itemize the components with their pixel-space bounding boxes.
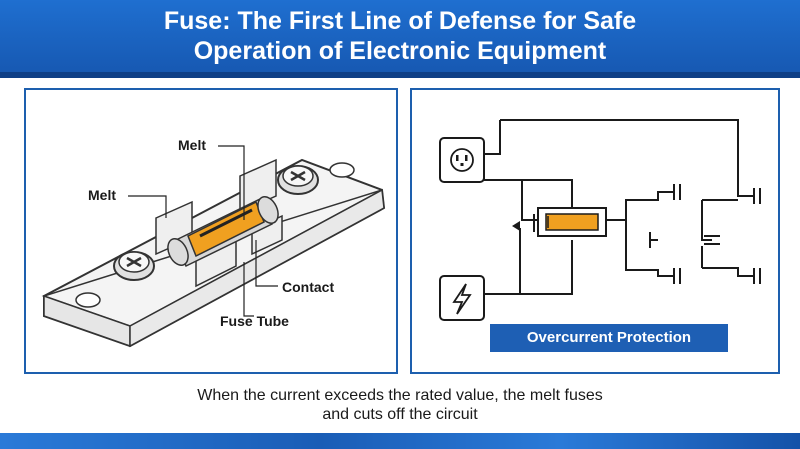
title-line-2: Operation of Electronic Equipment [193, 37, 607, 65]
page-title: Fuse: The First Line of Defense for Safe… [0, 6, 800, 66]
overcurrent-protection-badge: Overcurrent Protection [490, 324, 728, 352]
circuit-schematic [439, 119, 761, 321]
footer-wave [0, 433, 800, 449]
label-melt-top: Melt [178, 137, 206, 153]
title-line-1: Fuse: The First Line of Defense for Safe [163, 7, 637, 35]
connection-arrow [512, 221, 520, 231]
footer-banner [0, 433, 800, 449]
fuse-symbol [537, 207, 607, 237]
fuse-illustration-panel: Melt Melt Contact Fuse Tube [24, 88, 398, 374]
fuse-melt-element [187, 200, 265, 258]
header-banner: Fuse: The First Line of Defense for Safe… [0, 0, 800, 78]
mount-hole-left [75, 292, 101, 308]
caption: When the current exceeds the rated value… [0, 386, 800, 424]
header-stripe [0, 72, 800, 78]
screw-right [277, 165, 319, 195]
fuse-illustration: Melt Melt Contact Fuse Tube [41, 137, 386, 348]
screw-left [113, 251, 155, 281]
label-melt-left: Melt [88, 187, 116, 203]
caption-line-2: and cuts off the circuit [322, 406, 478, 423]
label-contact: Contact [282, 279, 334, 295]
power-outlet-icon [439, 137, 485, 183]
label-fuse-tube: Fuse Tube [220, 313, 289, 329]
fuse-tube [167, 196, 279, 268]
circuit-wires [483, 119, 754, 296]
lightning-source-icon [439, 275, 485, 321]
circuit-diagram-panel: Overcurrent Protection [410, 88, 780, 374]
label-leaders [128, 145, 278, 317]
mount-hole-right [329, 162, 355, 178]
capacitor-group [649, 184, 761, 284]
caption-line-1: When the current exceeds the rated value… [197, 387, 603, 404]
